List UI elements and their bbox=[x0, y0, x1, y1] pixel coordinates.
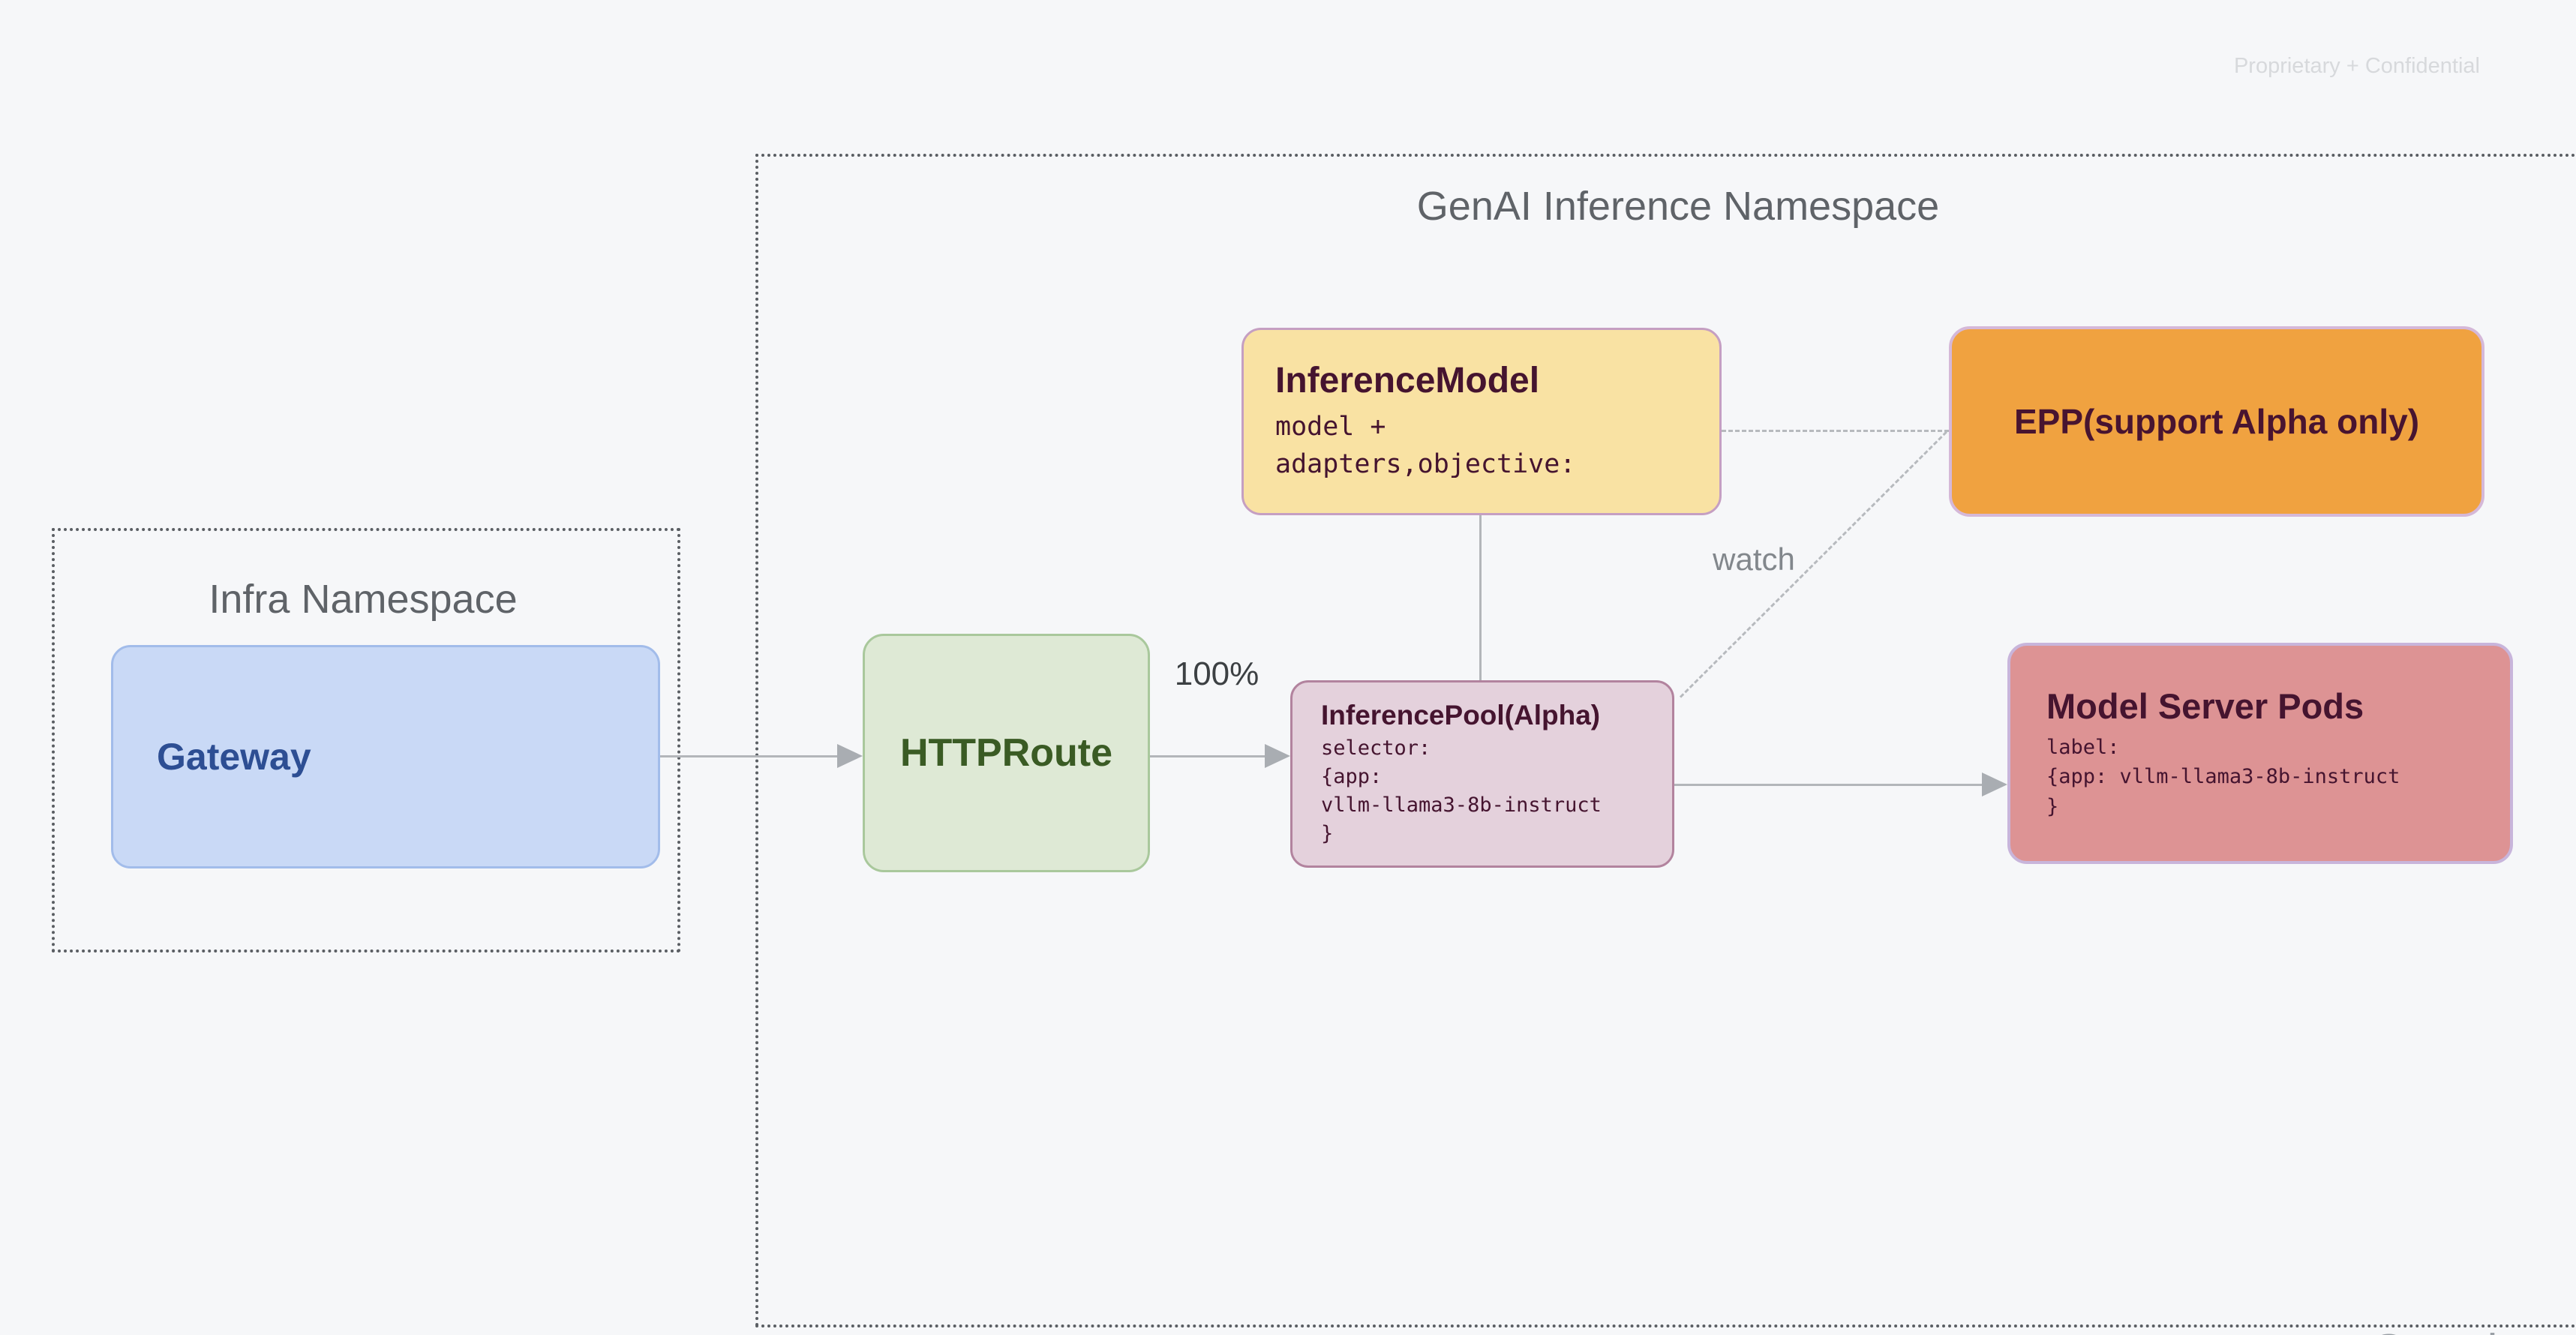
genai-inference-namespace-box bbox=[755, 154, 2576, 1328]
arrowhead-inferencepool-to-modelserverpods bbox=[1982, 772, 2007, 796]
inference-model-title: InferenceModel bbox=[1275, 360, 1540, 400]
model-server-pods-spec-line: {app: vllm-llama3-8b-instruct bbox=[2046, 765, 2400, 789]
edge-httproute-to-inferencepool bbox=[1150, 755, 1265, 758]
model-server-pods-title: Model Server Pods bbox=[2046, 686, 2364, 727]
arrowhead-gateway-to-httproute bbox=[837, 744, 863, 768]
infra-namespace-title: Infra Namespace bbox=[209, 577, 518, 622]
model-server-pods-spec-line: } bbox=[2046, 794, 2059, 818]
epp-title: EPP(support Alpha only) bbox=[2013, 402, 2420, 441]
inference-pool-title: InferencePool(Alpha) bbox=[1321, 700, 1601, 731]
edge-inferencemodel-to-epp-dashed bbox=[1722, 430, 1949, 432]
infra-namespace-box bbox=[52, 528, 680, 952]
model-server-pods-spec-line: label: bbox=[2046, 736, 2120, 760]
inference-pool-node: InferencePool(Alpha) selector: {app: vll… bbox=[1290, 680, 1674, 868]
route-weight-label: 100% bbox=[1174, 656, 1259, 692]
confidentiality-watermark: Proprietary + Confidential bbox=[2233, 54, 2480, 78]
arrowhead-httproute-to-inferencepool bbox=[1265, 744, 1290, 768]
genai-inference-namespace-title: GenAI Inference Namespace bbox=[1416, 184, 1940, 229]
watch-label: watch bbox=[1713, 542, 1795, 577]
inference-model-spec-line: adapters,objective: bbox=[1275, 448, 1576, 479]
edge-inferencepool-to-modelserverpods bbox=[1674, 784, 1982, 786]
gateway-node: Gateway bbox=[111, 645, 660, 868]
inference-pool-spec-line: } bbox=[1321, 821, 1334, 845]
httproute-title: HTTPRoute bbox=[899, 731, 1113, 775]
httproute-node: HTTPRoute bbox=[863, 634, 1150, 872]
inference-model-spec-line: model + bbox=[1275, 411, 1386, 442]
gateway-title: Gateway bbox=[157, 736, 311, 778]
google-logo: Google bbox=[2370, 1324, 2525, 1335]
model-server-pods-node: Model Server Pods label: {app: vllm-llam… bbox=[2007, 643, 2513, 864]
edge-gateway-to-httproute bbox=[660, 755, 837, 758]
inference-pool-spec-line: vllm-llama3-8b-instruct bbox=[1321, 794, 1602, 817]
inference-pool-spec-line: {app: bbox=[1321, 765, 1383, 789]
inference-model-node: InferenceModel model + adapters,objectiv… bbox=[1241, 328, 1722, 515]
inference-pool-spec-line: selector: bbox=[1321, 736, 1431, 760]
edge-inferencemodel-to-inferencepool bbox=[1479, 515, 1482, 680]
epp-node: EPP(support Alpha only) bbox=[1949, 326, 2484, 517]
